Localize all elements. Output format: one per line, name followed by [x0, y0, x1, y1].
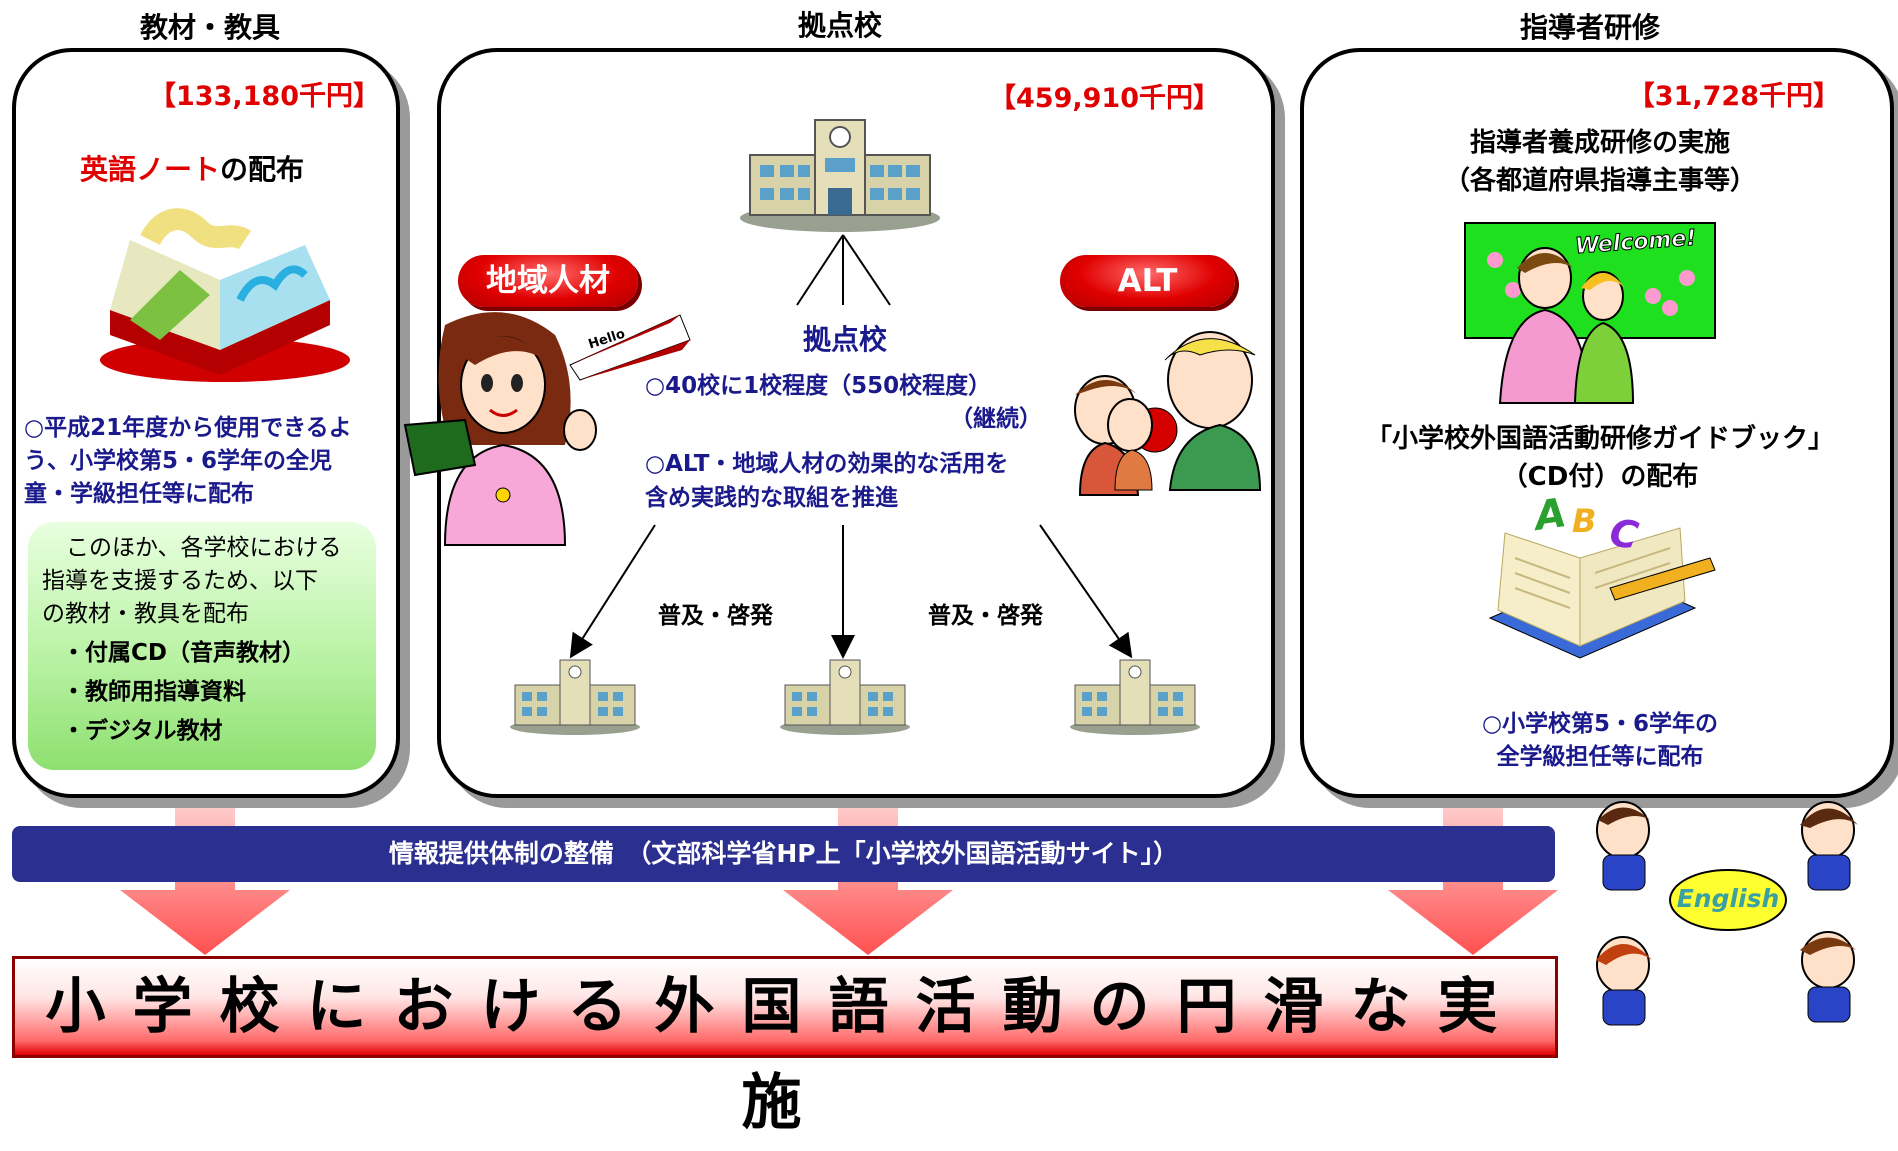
children-english-icon	[1596, 801, 1858, 1026]
letter-b: B	[1572, 502, 1597, 540]
english-bubble-text: English	[1676, 884, 1780, 913]
guidebook-distribution-text: ○小学校第5・6学年の 全学級担任等に配布	[1320, 708, 1880, 774]
distribution-line-1: ○小学校第5・6学年の	[1481, 711, 1719, 737]
hub-school-building-icon	[740, 119, 940, 232]
guidebook-line-2: （CD付）の配布	[1501, 462, 1699, 492]
item-digital-material: ・デジタル教材	[62, 718, 223, 744]
welcome-chalkboard-icon	[1464, 222, 1716, 404]
guidebook-heading: 「小学校外国語活動研修ガイドブック」 （CD付）の配布	[1320, 420, 1880, 496]
column-title-hub-schools: 拠点校	[797, 9, 882, 42]
distribution-line-2: 全学級担任等に配布	[1496, 744, 1704, 770]
description-line-1: ○平成21年度から使用できるよ	[24, 415, 352, 441]
english-note-heading: 英語ノートの配布	[80, 148, 304, 188]
textbook-icon	[100, 208, 350, 382]
note-line-3: の教材・教具を配布	[42, 601, 249, 627]
materials-budget: 【133,180千円】	[149, 81, 380, 112]
hub-school-budget: 【459,910千円】	[989, 83, 1220, 114]
alt-teacher-and-children-icon	[1074, 331, 1262, 496]
spread-label-left: 普及・啓発	[658, 603, 773, 629]
letter-a: A	[1531, 490, 1570, 540]
hub-practice-line: 含め実践的な取組を推進	[645, 485, 898, 511]
bottom-goal-banner: 小学校における外国語活動の円滑な実施	[12, 956, 1558, 1138]
english-note-label: 英語ノート	[80, 153, 221, 186]
hub-alt-usage-line: ○ALT・地域人材の効果的な活用を	[645, 451, 1009, 477]
column-title-materials: 教材・教具	[139, 11, 280, 44]
spread-label-right: 普及・啓発	[928, 603, 1043, 629]
abc-guidebook-icon	[1488, 527, 1716, 659]
training-title-line-1: 指導者養成研修の実施	[1469, 128, 1730, 158]
description-line-2: う、小学校第5・6学年の全児	[24, 448, 333, 474]
additional-materials-box: このほか、各学校における 指導を支援するため、以下 の教材・教具を配布 ・付属C…	[28, 522, 376, 770]
local-talent-woman-icon	[403, 312, 597, 546]
school-building-icon-left	[510, 659, 640, 735]
column-title-teacher-training: 指導者研修	[1519, 11, 1660, 44]
note-line-2: 指導を支援するため、以下	[42, 568, 318, 594]
note-line-1: このほか、各学校における	[66, 535, 342, 561]
hub-school-label: 拠点校	[802, 323, 887, 356]
school-building-icon-right	[1070, 659, 1200, 735]
training-title-line-2: （各都道府県指導主事等）	[1443, 166, 1756, 196]
hub-connectors	[569, 234, 1133, 659]
teacher-training-panel	[1300, 48, 1894, 798]
guidebook-line-1: 「小学校外国語活動研修ガイドブック」	[1365, 424, 1834, 454]
teacher-training-budget: 【31,728千円】	[1627, 81, 1840, 112]
distribution-label: の配布	[220, 153, 305, 186]
hello-speech-bubble	[569, 314, 691, 381]
alt-pill: ALT	[1060, 255, 1235, 307]
school-building-icon-center	[780, 659, 910, 735]
english-note-description: ○平成21年度から使用できるよ う、小学校第5・6学年の全児 童・学級担任等に配…	[24, 412, 394, 511]
local-talent-pill: 地域人材	[458, 255, 638, 307]
information-provision-bar: 情報提供体制の整備 （文部科学省HP上「小学校外国語活動サイト」）	[12, 826, 1555, 882]
item-teacher-guide: ・教師用指導資料	[62, 679, 246, 705]
hub-continued-label: （継続）	[950, 406, 1042, 432]
item-audio-cd: ・付属CD（音声教材）	[62, 640, 305, 666]
training-implementation-heading: 指導者養成研修の実施 （各都道府県指導主事等）	[1320, 124, 1880, 200]
description-line-3: 童・学級担任等に配布	[24, 481, 254, 507]
hub-ratio-line: ○40校に1校程度（550校程度）	[645, 373, 992, 399]
